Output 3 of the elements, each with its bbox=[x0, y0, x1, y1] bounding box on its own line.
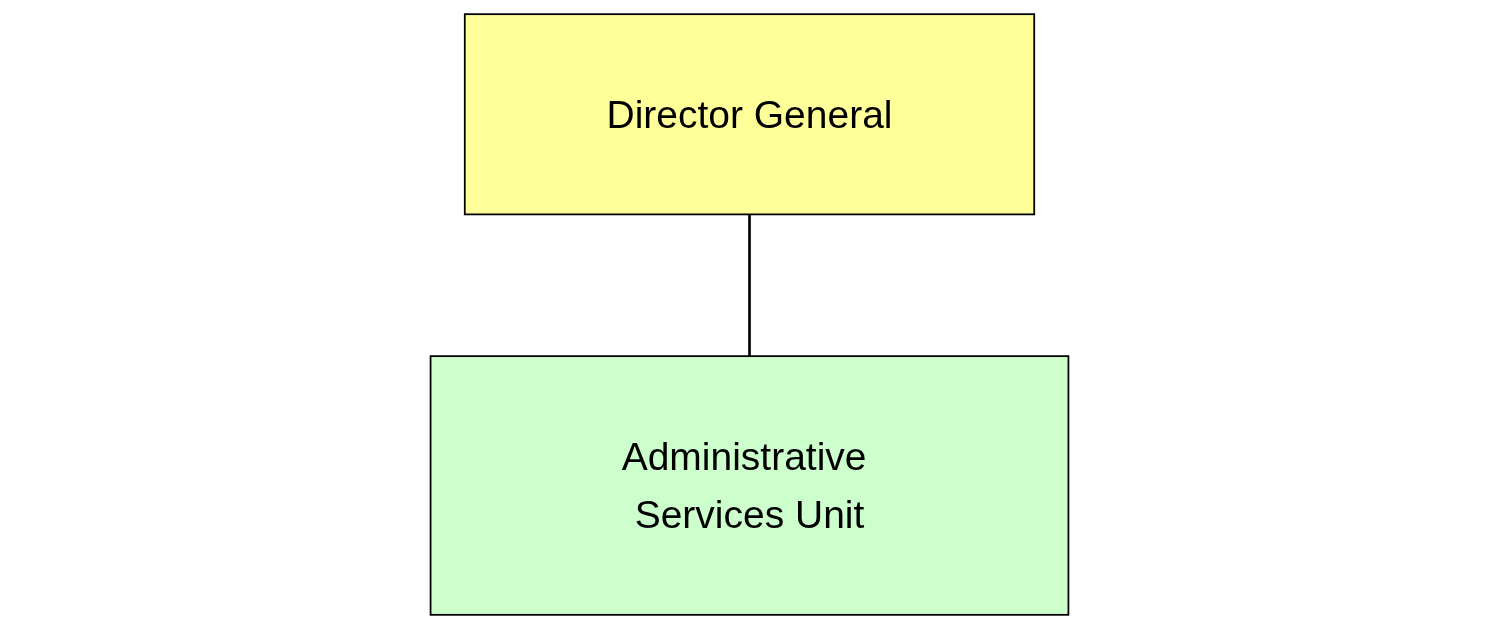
node-box: Director General bbox=[463, 13, 1036, 216]
node-box: Administrative Services Unit bbox=[429, 355, 1070, 616]
connector bbox=[748, 214, 751, 357]
